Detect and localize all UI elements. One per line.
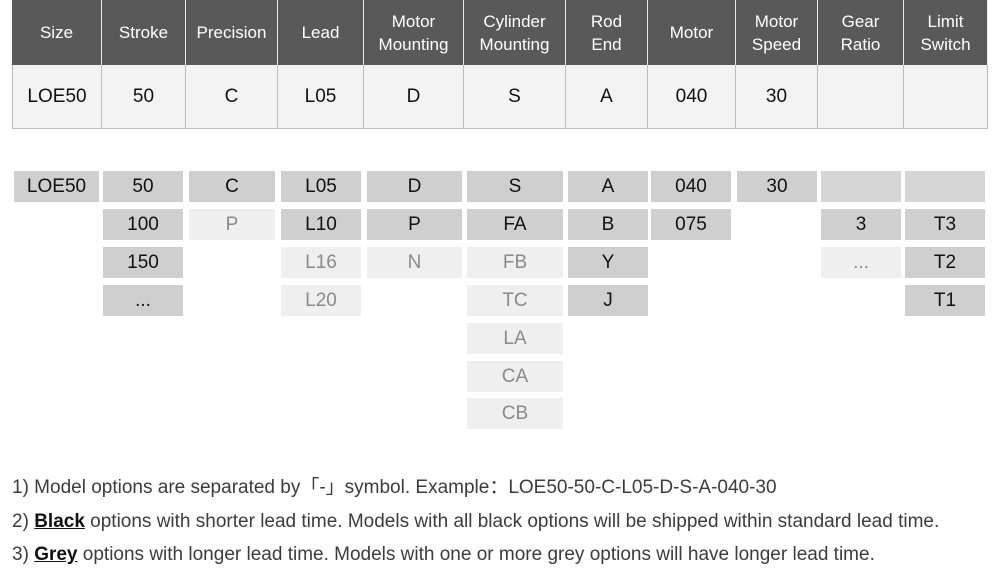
option-lead-2: L16 [281,247,361,278]
value-motor-speed: 30 [736,65,818,129]
value-motor-mounting: D [364,65,464,129]
header-gear-ratio: Gear Ratio [818,0,904,65]
value-lead: L05 [278,65,364,129]
value-size: LOE50 [12,65,102,129]
header-cylinder-mounting: Cylinder Mounting [464,0,566,65]
option-cylinder-mounting-0: S [467,171,563,202]
option-cylinder-mounting-1: FA [467,209,563,240]
header-stroke: Stroke [102,0,186,65]
option-lead-1: L10 [281,209,361,240]
option-limit-switch-0 [905,171,985,202]
option-precision-0: C [189,171,275,202]
value-gear-ratio [818,65,904,129]
header-motor: Motor [648,0,736,65]
option-motor-mounting-1: P [367,209,462,240]
value-motor: 040 [648,65,736,129]
note-2: 2) Black options with shorter lead time.… [12,505,992,539]
option-precision-1: P [189,209,275,240]
option-cylinder-mounting-5: CA [467,361,563,392]
note-2-text: options with shorter lead time. Models w… [84,510,940,532]
value-stroke: 50 [102,65,186,129]
option-limit-switch-1: T3 [905,209,985,240]
option-cylinder-mounting-2: FB [467,247,563,278]
option-limit-switch-2: T2 [905,247,985,278]
header-motor-speed: Motor Speed [736,0,818,65]
note-1: 1) Model options are separated by「-」symb… [12,477,777,498]
notes-section: 1) Model options are separated by「-」symb… [12,471,992,572]
note-3-keyword-grey: Grey [34,544,78,565]
value-precision: C [186,65,278,129]
option-motor-mounting-0: D [367,171,462,202]
option-cylinder-mounting-6: CB [467,398,563,429]
option-lead-0: L05 [281,171,361,202]
header-motor-mounting: Motor Mounting [364,0,464,65]
value-cylinder-mounting: S [464,65,566,129]
option-motor-0: 040 [651,171,731,202]
value-rod-end: A [566,65,648,129]
note-2-keyword-black: Black [34,510,85,532]
option-stroke-1: 100 [103,209,183,240]
option-motor-mounting-2: N [367,247,462,278]
option-stroke-3: ... [103,285,183,316]
header-precision: Precision [186,0,278,65]
header-size: Size [12,0,102,65]
model-code-table: Size Stroke Precision Lead Motor Mountin… [12,0,988,129]
note-2-prefix: 2) [12,510,35,532]
option-size-0: LOE50 [14,171,99,202]
option-gear-ratio-2: ... [821,247,901,278]
option-rod-end-3: J [568,285,648,316]
option-gear-ratio-1: 3 [821,209,901,240]
option-rod-end-0: A [568,171,648,202]
option-stroke-0: 50 [103,171,183,202]
value-limit-switch [904,65,988,129]
header-lead: Lead [278,0,364,65]
note-3-prefix: 3) [12,544,35,565]
option-motor-1: 075 [651,209,731,240]
option-stroke-2: 150 [103,247,183,278]
option-gear-ratio-0 [821,171,901,202]
note-3: 3) Grey options with longer lead time. M… [12,538,992,572]
option-rod-end-1: B [568,209,648,240]
option-cylinder-mounting-4: LA [467,323,563,354]
option-motor-speed-0: 30 [737,171,817,202]
note-3-text: options with longer lead time. Models wi… [77,544,875,565]
option-lead-3: L20 [281,285,361,316]
header-rod-end: Rod End [566,0,648,65]
option-rod-end-2: Y [568,247,648,278]
option-limit-switch-3: T1 [905,285,985,316]
option-cylinder-mounting-3: TC [467,285,563,316]
header-limit-switch: Limit Switch [904,0,988,65]
